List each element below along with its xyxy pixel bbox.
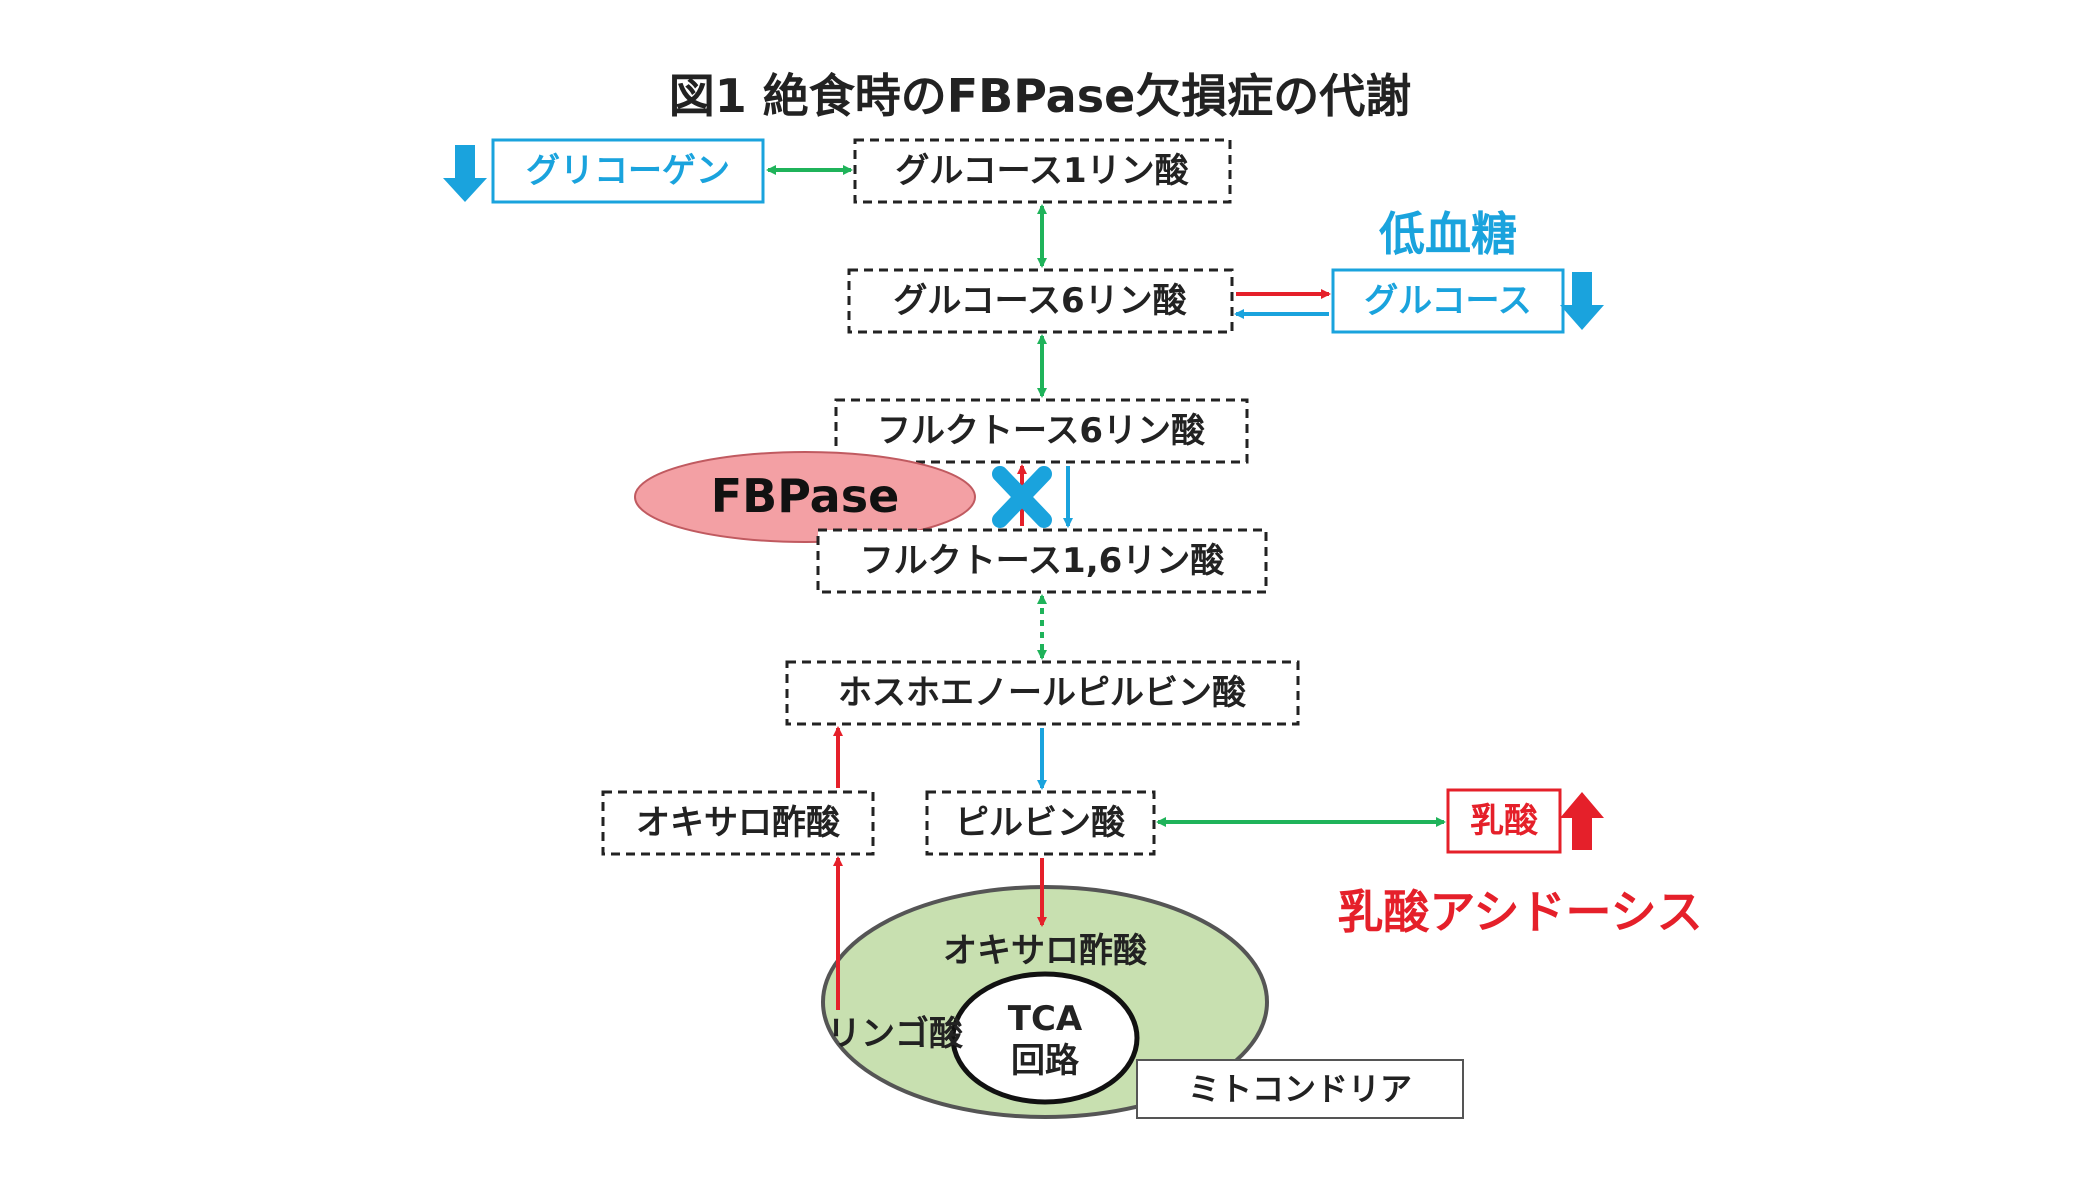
pep-label: ホスホエノールピルビン酸 xyxy=(838,673,1247,713)
diagram-title: 図1 絶食時のFBPase欠損症の代謝 xyxy=(669,69,1412,123)
glycogen-decrease-arrow-icon xyxy=(443,145,487,202)
f16bp-box xyxy=(816,528,1268,594)
glucose-decrease-arrow-icon xyxy=(1560,272,1604,330)
hypoglycemia-label: 低血糖 xyxy=(1379,207,1517,261)
fbpase-enzyme-ellipse xyxy=(634,451,976,543)
lactic-acidosis-label: 乳酸アシドーシス xyxy=(1337,885,1702,939)
mito-oxaloacetate-label: オキサロ酢酸 xyxy=(943,931,1148,971)
mitochondria-label: ミトコンドリア xyxy=(1188,1070,1412,1108)
glucose-label: グルコース xyxy=(1364,281,1532,321)
g6p-label: グルコース6リン酸 xyxy=(893,281,1187,321)
lactate-increase-arrow-icon xyxy=(1560,792,1604,850)
lactate-box xyxy=(1446,788,1562,854)
lactate-label: 乳酸 xyxy=(1470,801,1539,841)
g1p-label: グルコース1リン酸 xyxy=(895,151,1189,191)
oxaloacetate-label: オキサロ酢酸 xyxy=(636,803,841,843)
glycogen-box xyxy=(491,138,765,204)
pyruvate-box xyxy=(925,790,1156,856)
glucose-box xyxy=(1331,268,1565,334)
tca-label: TCA xyxy=(1008,999,1083,1039)
f6p-label: フルクトース6リン酸 xyxy=(877,411,1206,451)
fbpase-label: FBPase xyxy=(711,469,900,523)
g6p-box xyxy=(847,268,1234,334)
pyruvate-label: ピルビン酸 xyxy=(955,803,1126,843)
malate-label: リンゴ酸 xyxy=(827,1014,964,1054)
f6p-box xyxy=(834,398,1249,464)
f16bp-label: フルクトース1,6リン酸 xyxy=(860,541,1226,581)
glycogen-label: グリコーゲン xyxy=(526,151,730,191)
pep-box xyxy=(785,660,1300,726)
oxaloacetate-box xyxy=(601,790,875,856)
g1p-box xyxy=(853,138,1232,204)
blocked-cross-icon xyxy=(992,466,1052,528)
tca-cycle-label: 回路 xyxy=(1011,1041,1080,1081)
tca-cycle-circle xyxy=(950,971,1140,1105)
mitochondria-box xyxy=(1136,1059,1464,1119)
